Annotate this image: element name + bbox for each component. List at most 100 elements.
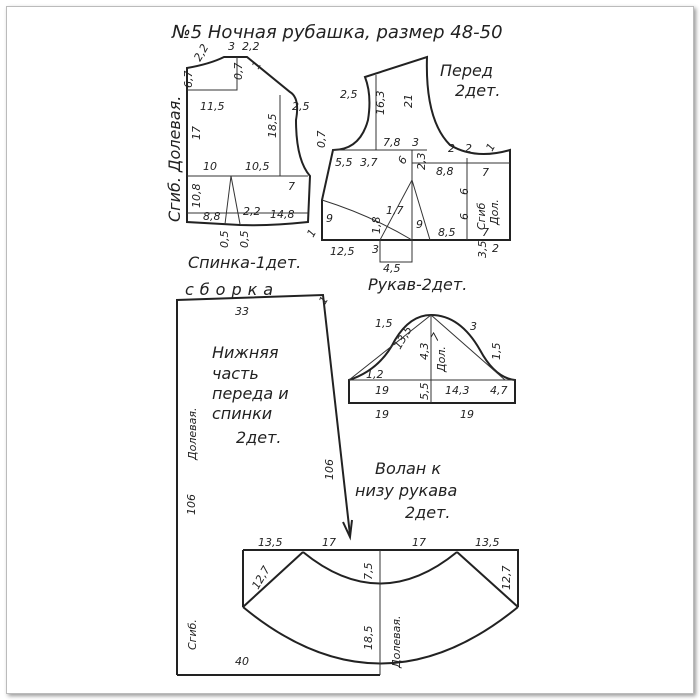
title: №5 Ночная рубашка, размер 48-50 xyxy=(171,22,503,43)
measurement-label: 2,2 xyxy=(242,40,260,53)
flounce-grain-label: Долевая. xyxy=(390,616,403,669)
measurement-label: 13,5 xyxy=(258,536,283,549)
flounce-measures: 13,5 17 17 13,5 12,7 7,5 12,7 18,5 xyxy=(249,536,513,650)
skirt-gather-label: сборка xyxy=(185,280,279,299)
back-fold-label: Сгиб. Долевая. xyxy=(165,96,184,222)
flounce-name-2: низу рукава xyxy=(355,481,457,500)
measurement-label: 6,7 xyxy=(182,71,195,89)
back-piece: Сгиб. Долевая. Спинка-1дет. xyxy=(165,56,312,272)
measurement-label: 3,7 xyxy=(360,156,378,169)
measurement-label: 17 xyxy=(322,536,336,549)
measurement-label: 4,5 xyxy=(383,262,401,275)
skirt-name-1: Нижняя xyxy=(212,343,279,362)
measurement-label: 2,3 xyxy=(415,153,428,171)
skirt-name-3: переда и xyxy=(212,384,289,403)
flounce-name-1: Волан к xyxy=(375,459,441,478)
measurement-label: 19 xyxy=(375,408,389,421)
measurement-label: 19 xyxy=(375,384,389,397)
measurement-label: 11,5 xyxy=(200,100,225,113)
measurement-label: 4,3 xyxy=(418,343,431,361)
measurement-label: 0,5 xyxy=(218,231,231,249)
measurement-label: 2,5 xyxy=(292,100,310,113)
measurement-label: 5,5 xyxy=(335,156,353,169)
measurement-label: 12,7 xyxy=(500,566,513,591)
measurement-label: 8,8 xyxy=(203,210,221,223)
skirt-name-2: часть xyxy=(212,364,259,383)
measurement-label: 13,5 xyxy=(391,324,415,352)
measurement-label: 1,2 xyxy=(366,368,384,381)
measurement-label: 33 xyxy=(235,305,249,318)
measurement-label: 1,8 xyxy=(370,217,383,235)
skirt-piece: сборка Нижняя часть переда и спинки 2дет… xyxy=(176,280,380,676)
measurement-label: 5,5 xyxy=(418,383,431,401)
measurement-label: 17 xyxy=(190,126,203,140)
measurement-label: 14,3 xyxy=(445,384,470,397)
measurement-label: 4,7 xyxy=(490,384,508,397)
measurement-label: 106 xyxy=(185,494,198,515)
front-name: Перед xyxy=(440,61,493,80)
measurement-label: 9 xyxy=(326,212,333,225)
measurement-label: 1,7 xyxy=(386,204,404,217)
measurement-label: 18,5 xyxy=(266,114,279,139)
measurement-label: 18,5 xyxy=(362,626,375,651)
front-count: 2дет. xyxy=(455,81,501,100)
sleeve-grain-label: Дол. xyxy=(435,346,448,373)
measurement-label: 7 xyxy=(482,226,489,239)
measurement-label: 8,8 xyxy=(436,165,454,178)
measurement-label: 7,5 xyxy=(362,563,375,581)
measurement-label: 2 xyxy=(492,242,499,255)
back-name: Спинка-1дет. xyxy=(188,253,301,272)
flounce-name-3: 2дет. xyxy=(405,503,451,522)
measurement-label: 16,3 xyxy=(374,91,387,116)
measurement-label: 1,5 xyxy=(490,343,503,361)
measurement-label: 2,5 xyxy=(340,88,358,101)
front-fold-label: Сгиб xyxy=(475,202,488,230)
measurement-label: 3 xyxy=(470,320,477,333)
measurement-label: 10 xyxy=(203,160,217,173)
measurement-label: 9 xyxy=(416,218,423,231)
measurement-label: 1,5 xyxy=(375,317,393,330)
measurement-label: 3,5 xyxy=(476,241,489,259)
measurement-label: 10,8 xyxy=(190,184,203,209)
measurement-label: 14,8 xyxy=(270,208,295,221)
measurement-label: 0,7 xyxy=(315,131,328,149)
measurement-label: 19 xyxy=(460,408,474,421)
measurement-label: 6 xyxy=(458,213,471,220)
measurement-label: 8,5 xyxy=(438,226,456,239)
measurement-label: 3 xyxy=(372,243,379,256)
measurement-label: 106 xyxy=(323,459,336,480)
measurement-label: 40 xyxy=(235,655,249,668)
measurement-label: 3 xyxy=(228,40,235,53)
measurement-label: 17 xyxy=(412,536,426,549)
measurement-label: 13,5 xyxy=(475,536,500,549)
measurement-label: 12,5 xyxy=(330,245,355,258)
measurement-label: 7 xyxy=(482,166,489,179)
measurement-label: 0,5 xyxy=(238,231,251,249)
measurement-label: 3 xyxy=(412,136,419,149)
front-piece: Перед 2дет. Сгиб Дол. xyxy=(321,55,511,263)
skirt-grain-label: Долевая. xyxy=(186,408,199,461)
measurement-label: 6 xyxy=(458,188,471,195)
measurement-label: 2,2 xyxy=(191,42,211,64)
measurement-label: 7 xyxy=(288,180,295,193)
measurement-label: 2 xyxy=(448,142,455,155)
skirt-name-5: 2дет. xyxy=(236,428,282,447)
front-grain-label: Дол. xyxy=(488,199,501,226)
sleeve-name: Рукав-2дет. xyxy=(368,275,467,294)
sleeve-piece: Рукав-2дет. Дол. xyxy=(348,275,516,404)
flounce-piece: Волан к низу рукава 2дет. Долевая. xyxy=(242,459,519,675)
measurement-label: 1 xyxy=(304,227,319,240)
measurement-label: 7,8 xyxy=(383,136,401,149)
measurement-label: 21 xyxy=(402,94,415,108)
measurement-label: 12,7 xyxy=(249,564,273,592)
measurement-label: 1 xyxy=(483,141,498,154)
measurement-label: 10,5 xyxy=(245,160,270,173)
skirt-name-4: спинки xyxy=(212,404,272,423)
measurement-label: 6 xyxy=(395,154,410,167)
measurement-label: 2 xyxy=(465,142,472,155)
skirt-fold-label: Сгиб. xyxy=(186,619,199,650)
